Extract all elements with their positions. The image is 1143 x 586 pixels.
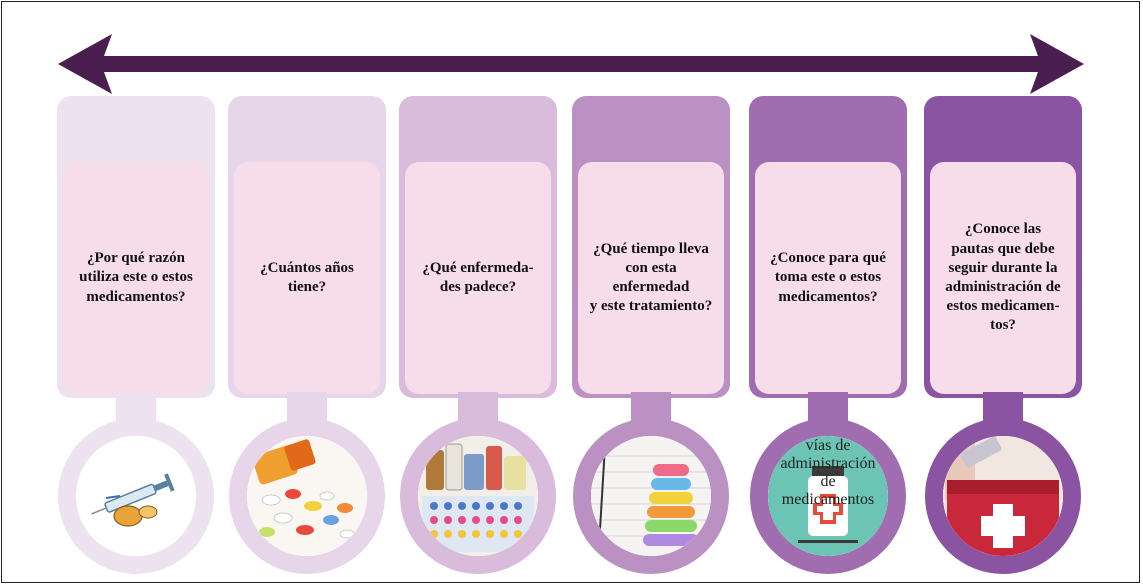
- spilled-pills-icon: [247, 436, 367, 556]
- question-text-5: ¿Conoce para qué toma este o estos medic…: [770, 250, 886, 305]
- medicine-bottles-icon: [418, 436, 538, 556]
- question-text-2: ¿Cuántos años tiene?: [260, 259, 354, 295]
- question-column-1: ¿Por qué razón utiliza este o estos medi…: [57, 0, 215, 586]
- stacked-pills-icon: [591, 436, 711, 556]
- question-column-4: ¿Qué tiempo lleva con esta enfermedad y …: [572, 0, 730, 586]
- question-card-6: ¿Conoce las pautas que debe seguir duran…: [930, 162, 1076, 394]
- syringe-pill-icon: [76, 436, 196, 556]
- question-card-4: ¿Qué tiempo lleva con esta enfermedad y …: [578, 162, 724, 394]
- double-headed-arrow: [58, 34, 1084, 94]
- poster-line-1: vías de: [806, 437, 851, 454]
- question-column-3: ¿Qué enfermeda- des padece?: [399, 0, 557, 586]
- question-card-1: ¿Por qué razón utiliza este o estos medi…: [63, 162, 209, 394]
- administration-routes-poster-icon: vías de administración de medicamentos: [768, 436, 888, 556]
- poster-line-2: administración: [780, 455, 875, 472]
- question-text-3: ¿Qué enfermeda- des padece?: [422, 259, 534, 295]
- question-column-5: ¿Conoce para qué toma este o estos medic…: [749, 0, 907, 586]
- poster-line-3: de: [820, 473, 835, 490]
- question-card-5: ¿Conoce para qué toma este o estos medic…: [755, 162, 901, 394]
- question-text-1: ¿Por qué razón utiliza este o estos medi…: [79, 250, 193, 305]
- first-aid-kit-icon: [943, 436, 1063, 556]
- question-text-4: ¿Qué tiempo lleva con esta enfermedad y …: [589, 240, 713, 315]
- question-column-6: ¿Conoce las pautas que debe seguir duran…: [924, 0, 1082, 586]
- poster-line-4: medicamentos: [782, 491, 874, 508]
- question-text-6: ¿Conoce las pautas que debe seguir duran…: [945, 221, 1061, 334]
- question-card-3: ¿Qué enfermeda- des padece?: [405, 162, 551, 394]
- question-column-2: ¿Cuántos años tiene?: [228, 0, 386, 586]
- question-card-2: ¿Cuántos años tiene?: [234, 162, 380, 394]
